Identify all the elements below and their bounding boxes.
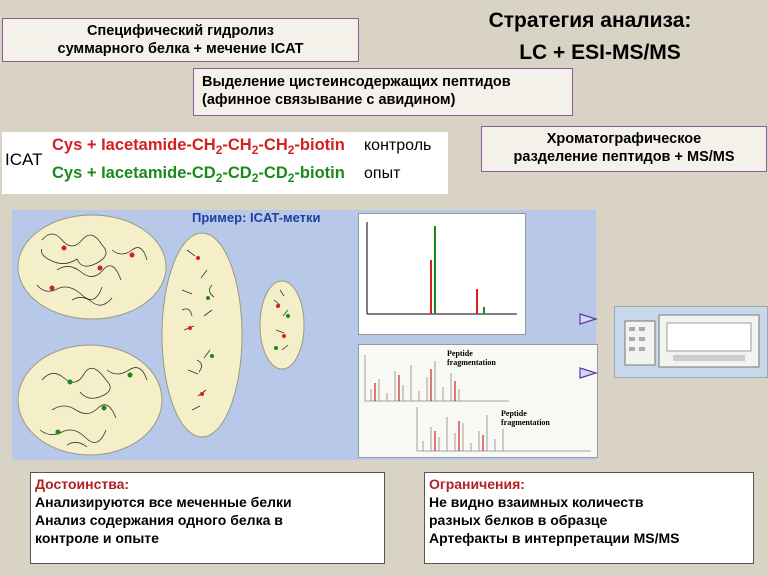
example-label: Пример: ICAT-метки [192, 210, 321, 225]
peptide-mixture [161, 232, 243, 438]
icat-light-tag: контроль [364, 137, 432, 154]
step-isolation-box: Выделение цистеинсодержащих пептидов (аф… [193, 68, 573, 116]
step-isolation-line2: (афинное связывание с авидином) [202, 92, 456, 108]
flow-arrows [579, 313, 599, 379]
step-hydrolysis-box: Специфический гидролиз суммарного белка … [2, 18, 359, 62]
protein-mixture-control [17, 214, 167, 320]
title-line1: Стратегия анализа: [488, 9, 692, 32]
protein-mixtures-illustration [17, 214, 305, 456]
arrow-right-icon [579, 313, 599, 325]
advantages-box: Достоинства: Анализируются все меченные … [30, 472, 385, 564]
mass-spectrometer-image [614, 306, 768, 378]
limitations-box: Ограничения: Не видно взаимных количеств… [424, 472, 754, 564]
icat-heavy-tag: опыт [364, 165, 401, 182]
title-line2: LC + ESI-MS/MS [519, 41, 681, 64]
limitations-item: Артефакты в интерпретации MS/MS [429, 530, 680, 546]
icat-reagents: ICAT Cys + Iacetamide-CH2-CH2-CH2-biotin… [2, 132, 448, 194]
arrow-right-icon [579, 367, 599, 379]
limitations-item: Не видно взаимных количеств [429, 494, 644, 510]
advantages-item: Анализ содержания одного белка в [35, 512, 283, 528]
limitations-item: разных белков в образце [429, 512, 608, 528]
labeled-peptides [259, 280, 305, 370]
advantages-item: контроле и опыте [35, 530, 159, 546]
step-chromatography-box: Хроматографическое разделение пептидов +… [481, 126, 767, 172]
step-chromatography-line1: Хроматографическое [546, 131, 702, 147]
advantages-heading: Достоинства: [35, 476, 130, 492]
ms-spectrum-panel [358, 213, 526, 335]
instrument-icon [624, 314, 760, 368]
ms-spectrum [366, 222, 517, 315]
icat-heavy-formula: Cys + Iacetamide-CD2-CD2-CD2-biotin [52, 164, 345, 185]
msms-spectra [364, 355, 591, 452]
icat-label: ICAT [5, 150, 43, 169]
icat-light-formula: Cys + Iacetamide-CH2-CH2-CH2-biotin [52, 136, 345, 157]
step-hydrolysis-line1: Специфический гидролиз [86, 23, 275, 39]
step-hydrolysis-line2: суммарного белка + мечение ICAT [57, 41, 304, 57]
protein-mixture-experiment [17, 344, 163, 456]
illustration-panel: Пример: ICAT-метки [12, 210, 598, 460]
step-chromatography-line2: разделение пептидов + MS/MS [513, 149, 735, 165]
advantages-item: Анализируются все меченные белки [35, 494, 292, 510]
step-isolation-line1: Выделение цистеинсодержащих пептидов [202, 74, 511, 90]
limitations-heading: Ограничения: [429, 476, 525, 492]
